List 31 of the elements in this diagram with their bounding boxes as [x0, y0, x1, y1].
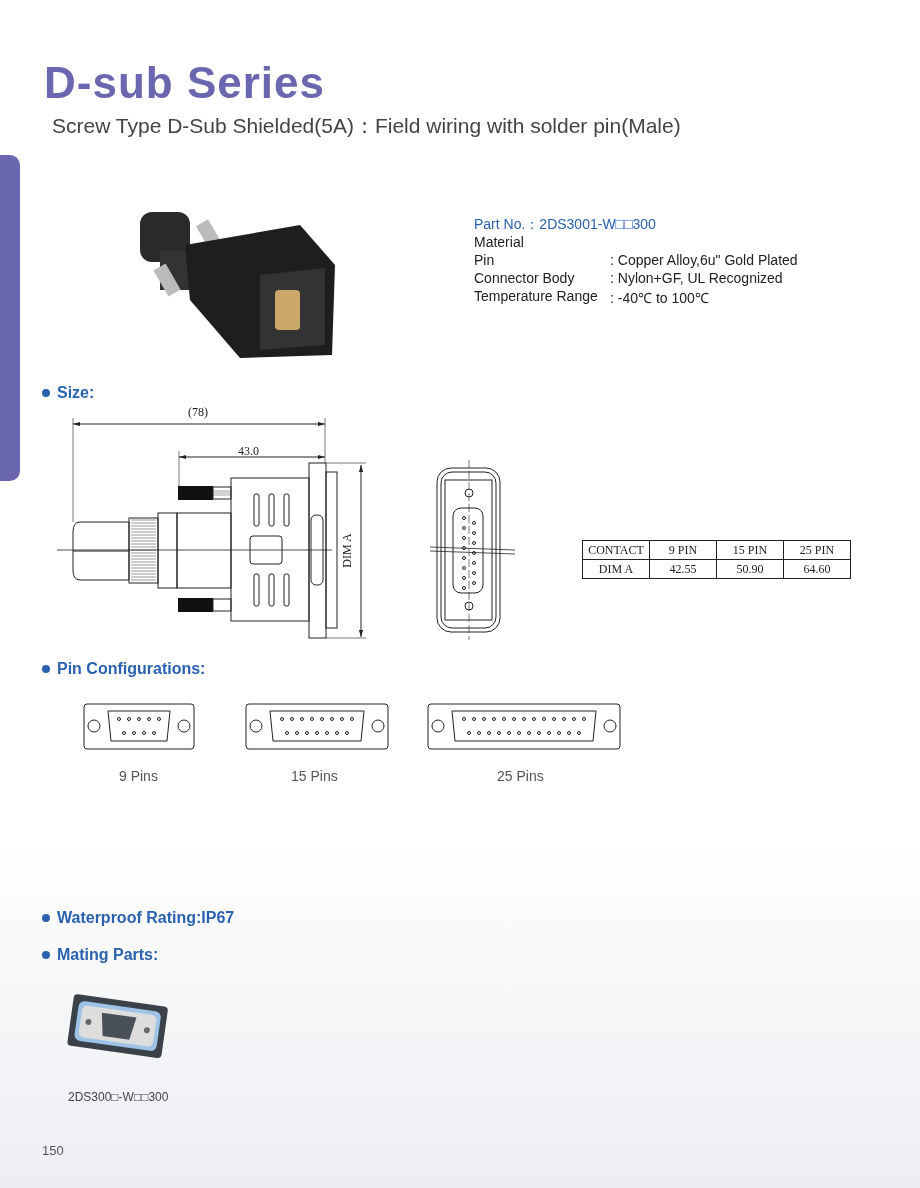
- spec-value: : Nylon+GF, UL Recognized: [610, 270, 783, 286]
- pin-count-caption: 25 Pins: [497, 768, 544, 784]
- table-cell: 64.60: [783, 559, 851, 579]
- table-cell: 50.90: [716, 559, 784, 579]
- pin-count-caption: 15 Pins: [291, 768, 338, 784]
- section-heading: Pin Configurations:: [57, 660, 206, 678]
- pin-count-caption: 9 Pins: [119, 768, 158, 784]
- section-heading: Waterproof Rating:IP67: [57, 909, 235, 927]
- section-heading: Mating Parts:: [57, 946, 159, 964]
- table-cell: DIM A: [582, 559, 650, 579]
- table-header-cell: 25 PIN: [783, 540, 851, 560]
- dimension-value: 43.0: [238, 444, 259, 459]
- part-number: 2DS300□-W□□300: [68, 1090, 169, 1104]
- table-header-cell: 9 PIN: [649, 540, 717, 560]
- spec-value: : -40℃ to 100℃: [610, 289, 709, 307]
- page-title: D-sub Series: [44, 58, 325, 108]
- spec-label: Temperature Range: [474, 288, 598, 304]
- dimension-value: DIM A: [339, 533, 355, 568]
- subtitle: Screw Type D-Sub Shielded(5A)：Field wiring with solder pin(Male): [52, 113, 681, 139]
- table-cell: 42.55: [649, 559, 717, 579]
- spec-label: Pin: [474, 252, 495, 268]
- table-header-cell: CONTACT: [582, 540, 650, 560]
- page-number: 150: [42, 1143, 64, 1158]
- dimension-value: (78): [188, 405, 208, 420]
- spec-label: Connector Body: [474, 270, 575, 286]
- part-number: Part No.：2DS3001-W□□300: [474, 216, 656, 234]
- side-tab: [0, 155, 20, 481]
- spec-label: Material: [474, 234, 524, 250]
- spec-value: : Copper Alloy,6u" Gold Plated: [610, 252, 798, 268]
- section-heading: Size:: [57, 384, 95, 402]
- table-header-cell: 15 PIN: [716, 540, 784, 560]
